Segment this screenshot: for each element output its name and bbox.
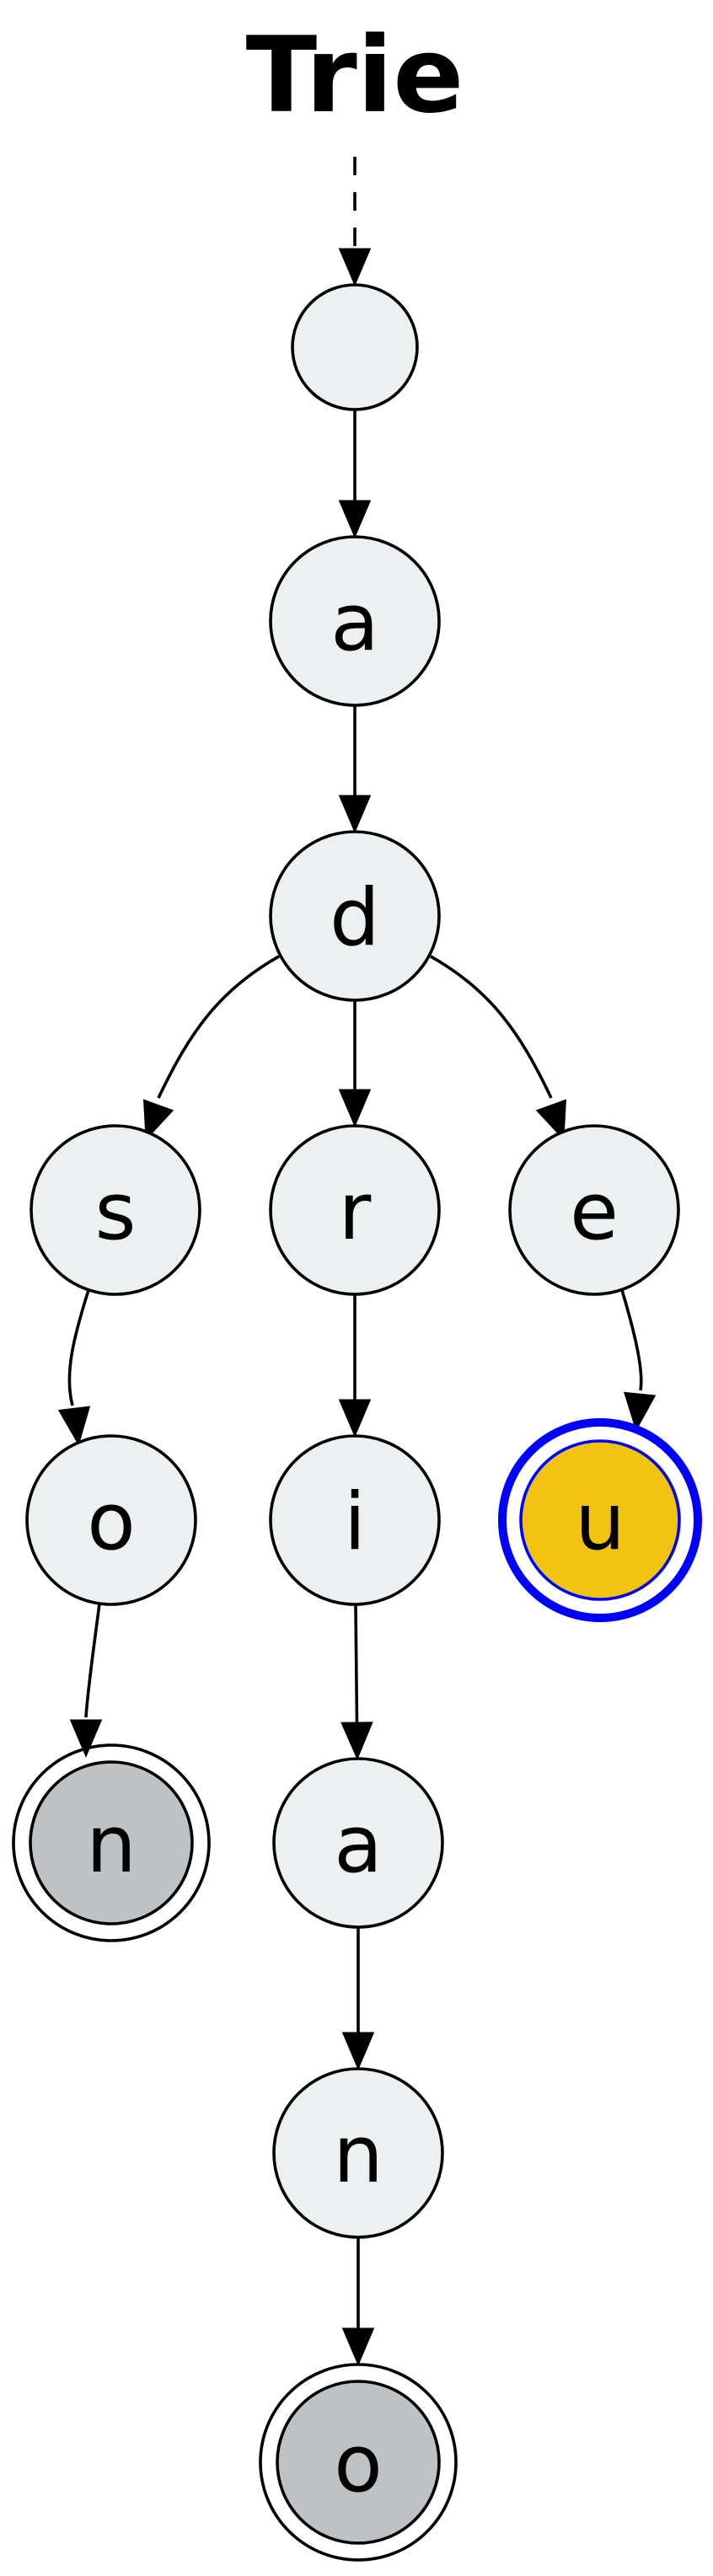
edges-layer <box>57 157 657 2366</box>
node-o2-label: o <box>334 2418 383 2510</box>
edge-i-a2-arrowhead <box>340 1722 373 1760</box>
node-d: d <box>269 830 441 1002</box>
edge-a1-d-arrowhead <box>338 795 372 833</box>
edge-s-o1 <box>57 1289 91 1446</box>
node-s-label: s <box>95 1166 137 1258</box>
node-o2: o <box>259 2363 458 2562</box>
node-a2: a <box>272 1757 444 1929</box>
edge-n2-o2-arrowhead <box>341 2327 375 2366</box>
node-u-outer-ring <box>498 1418 702 1622</box>
edge-e-u <box>620 1289 657 1432</box>
edge-o1-n1-arrowhead <box>69 1719 103 1758</box>
edge-s-o1-arrowhead <box>57 1406 91 1446</box>
edge-d-e-arrowhead <box>535 1099 567 1141</box>
node-s-circle <box>29 1124 201 1296</box>
edge-i-a2-line <box>354 1604 359 1726</box>
edge-n2-o2 <box>341 2237 375 2366</box>
edge-d-e <box>430 955 567 1141</box>
edge-title-root-arrowhead <box>338 248 372 287</box>
nodes-layer: a d s r e o i u n a n o <box>12 283 702 2562</box>
edge-a1-d <box>338 705 372 833</box>
edge-o1-n1 <box>69 1603 103 1758</box>
node-n1-label: n <box>86 1799 137 1891</box>
node-n1: n <box>12 1743 211 1942</box>
edge-root-a1-arrowhead <box>338 500 372 538</box>
node-e: e <box>508 1124 680 1296</box>
node-u-label: u <box>575 1476 625 1568</box>
node-i: i <box>269 1434 441 1606</box>
edge-i-a2 <box>340 1604 373 1760</box>
node-o1-circle <box>25 1434 197 1606</box>
edge-title-root <box>338 157 372 287</box>
edge-d-s <box>142 955 280 1141</box>
node-d-circle <box>269 830 441 1002</box>
edge-root-a1 <box>338 410 372 538</box>
edge-a2-n2-arrowhead <box>341 2032 375 2070</box>
edge-d-s-arrowhead <box>142 1099 174 1141</box>
node-n1-circle <box>29 1760 194 1925</box>
node-o1: o <box>25 1434 197 1606</box>
node-root <box>291 283 419 411</box>
node-n2-label: n <box>333 2109 383 2201</box>
node-o1-label: o <box>87 1476 136 1568</box>
edge-d-r <box>338 1000 372 1127</box>
node-o2-circle <box>276 2380 441 2545</box>
node-a2-circle <box>272 1757 444 1929</box>
node-r-label: r <box>339 1166 372 1258</box>
edge-r-i <box>338 1294 372 1438</box>
node-r-circle <box>269 1124 441 1296</box>
node-a1-label: a <box>330 577 379 669</box>
node-root-circle <box>291 283 419 411</box>
node-s: s <box>29 1124 201 1296</box>
node-e-label: e <box>570 1166 619 1258</box>
edge-e-u-line <box>620 1289 643 1391</box>
node-u: u <box>498 1418 702 1622</box>
edge-d-s-line <box>157 955 280 1099</box>
node-a1-circle <box>269 535 441 707</box>
diagram-title: Trie <box>246 15 464 137</box>
node-o2-outer-ring <box>259 2363 458 2562</box>
node-a1: a <box>269 535 441 707</box>
edge-a2-n2 <box>341 1927 375 2070</box>
node-e-circle <box>508 1124 680 1296</box>
node-r: r <box>269 1124 441 1296</box>
edge-r-i-arrowhead <box>338 1399 372 1438</box>
node-i-label: i <box>344 1476 366 1568</box>
node-i-circle <box>269 1434 441 1606</box>
edge-s-o1-line <box>67 1289 90 1406</box>
node-a2-label: a <box>334 1799 383 1891</box>
node-d-label: d <box>330 872 380 964</box>
node-n2: n <box>272 2067 444 2239</box>
edge-e-u-arrowhead <box>623 1391 657 1432</box>
edge-o1-n1-line <box>84 1603 101 1718</box>
edge-d-e-line <box>430 955 553 1099</box>
edge-d-r-arrowhead <box>338 1089 372 1127</box>
node-n1-outer-ring <box>12 1743 211 1942</box>
node-n2-circle <box>272 2067 444 2239</box>
node-u-circle <box>519 1439 681 1601</box>
